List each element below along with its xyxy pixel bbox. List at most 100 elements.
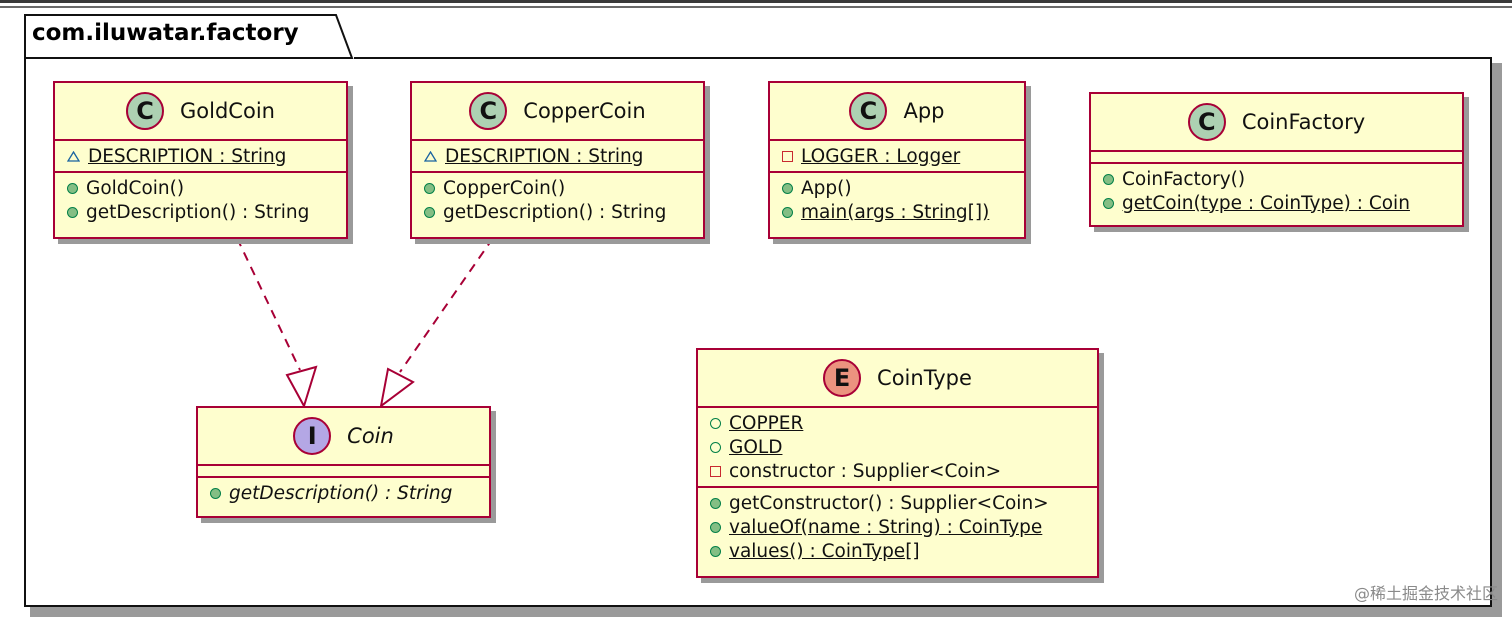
method-text: getDescription() : String (86, 201, 310, 223)
package-tab: com.iluwatar.factory (24, 14, 354, 59)
method-text: App() (801, 177, 852, 199)
package-visibility-icon (67, 150, 80, 162)
package-name: com.iluwatar.factory (32, 20, 299, 46)
method-row: main(args : String[]) (782, 200, 1024, 224)
field-row: constructor : Supplier<Coin> (710, 459, 1097, 483)
method-row: getDescription() : String (210, 481, 489, 505)
class-stereotype-icon: C (849, 92, 888, 130)
method-row: getDescription() : String (424, 200, 703, 224)
field-text: LOGGER : Logger (801, 145, 961, 167)
methods-section: GoldCoin() getDescription() : String (55, 171, 346, 227)
method-row: getCoin(type : CoinType) : Coin (1103, 191, 1462, 215)
public-visibility-icon (67, 206, 78, 218)
class-header: C App (770, 83, 1024, 139)
field-row: DESCRIPTION : String (67, 144, 346, 168)
field-text: GOLD (729, 436, 783, 458)
realization-arrowhead-coppercoin (379, 367, 415, 409)
method-row: getConstructor() : Supplier<Coin> (710, 491, 1097, 515)
enum-cointype[interactable]: E CoinType COPPER GOLD constructor : Sup… (696, 348, 1099, 578)
field-text: COPPER (729, 412, 804, 434)
realization-coppercoin-coin (399, 237, 494, 373)
method-text: CopperCoin() (443, 177, 566, 199)
method-row: getDescription() : String (67, 200, 346, 224)
method-row: CoinFactory() (1103, 167, 1462, 191)
method-text: values() : CoinType[] (729, 540, 920, 562)
window-top-border (0, 0, 1512, 3)
class-app[interactable]: C App LOGGER : Logger App() main(args : … (768, 81, 1026, 239)
method-text: main(args : String[]) (801, 201, 990, 223)
public-visibility-icon (210, 487, 221, 499)
class-goldcoin[interactable]: C GoldCoin DESCRIPTION : String GoldCoin… (53, 81, 348, 239)
enum-stereotype-icon: E (823, 359, 862, 397)
field-row: COPPER (710, 411, 1097, 435)
fields-section (1091, 150, 1462, 162)
field-text: DESCRIPTION : String (445, 145, 644, 167)
public-visibility-icon (1103, 197, 1114, 209)
method-text: getDescription() : String (229, 482, 453, 504)
method-row: CopperCoin() (424, 176, 703, 200)
method-text: valueOf(name : String) : CoinType (729, 516, 1043, 538)
method-text: getConstructor() : Supplier<Coin> (729, 492, 1049, 514)
class-name: GoldCoin (180, 99, 275, 123)
public-visibility-icon (424, 182, 435, 194)
class-name: CoinType (877, 366, 972, 390)
methods-section: CoinFactory() getCoin(type : CoinType) :… (1091, 162, 1462, 218)
class-header: C CoinFactory (1091, 94, 1462, 150)
public-visibility-icon (710, 417, 721, 429)
field-text: constructor : Supplier<Coin> (729, 460, 1002, 482)
method-row: values() : CoinType[] (710, 539, 1097, 563)
fields-section: DESCRIPTION : String (412, 139, 703, 171)
class-stereotype-icon: C (1187, 103, 1226, 141)
class-name: CopperCoin (523, 99, 646, 123)
methods-section: getConstructor() : Supplier<Coin> valueO… (698, 486, 1097, 566)
public-visibility-icon (424, 206, 435, 218)
method-text: GoldCoin() (86, 177, 185, 199)
realization-arrowhead-goldcoin (285, 365, 318, 409)
fields-section (198, 464, 489, 476)
methods-section: getDescription() : String (198, 476, 489, 508)
methods-section: CopperCoin() getDescription() : String (412, 171, 703, 227)
field-row: GOLD (710, 435, 1097, 459)
class-stereotype-icon: C (469, 92, 508, 130)
package-visibility-icon (424, 150, 437, 162)
watermark: @稀土掘金技术社区 (1353, 584, 1498, 603)
fields-section: LOGGER : Logger (770, 139, 1024, 171)
public-visibility-icon (1103, 173, 1114, 185)
methods-section: App() main(args : String[]) (770, 171, 1024, 227)
public-visibility-icon (782, 182, 793, 194)
class-header: E CoinType (698, 350, 1097, 406)
method-row: GoldCoin() (67, 176, 346, 200)
class-name: App (903, 99, 945, 123)
interface-coin[interactable]: I Coin getDescription() : String (196, 406, 491, 518)
class-coppercoin[interactable]: C CopperCoin DESCRIPTION : String Copper… (410, 81, 705, 239)
package-tab-shape (24, 14, 354, 59)
private-visibility-icon (782, 150, 793, 162)
fields-section: COPPER GOLD constructor : Supplier<Coin> (698, 406, 1097, 486)
class-stereotype-icon: C (126, 92, 165, 130)
interface-stereotype-icon: I (293, 417, 332, 455)
public-visibility-icon (67, 182, 78, 194)
public-visibility-icon (710, 497, 721, 509)
fields-section: DESCRIPTION : String (55, 139, 346, 171)
class-name: CoinFactory (1241, 110, 1366, 134)
class-coinfactory[interactable]: C CoinFactory CoinFactory() getCoin(type… (1089, 92, 1464, 227)
class-name: Coin (347, 424, 394, 448)
class-header: C CopperCoin (412, 83, 703, 139)
method-row: App() (782, 176, 1024, 200)
private-visibility-icon (710, 465, 721, 477)
field-text: DESCRIPTION : String (88, 145, 287, 167)
method-text: getCoin(type : CoinType) : Coin (1122, 192, 1410, 214)
public-visibility-icon (710, 441, 721, 453)
class-header: C GoldCoin (55, 83, 346, 139)
public-visibility-icon (782, 206, 793, 218)
method-text: getDescription() : String (443, 201, 667, 223)
method-row: valueOf(name : String) : CoinType (710, 515, 1097, 539)
window-top-border-inner (0, 6, 1512, 8)
class-header: I Coin (198, 408, 489, 464)
field-row: LOGGER : Logger (782, 144, 1024, 168)
public-visibility-icon (710, 521, 721, 533)
public-visibility-icon (710, 545, 721, 557)
method-text: CoinFactory() (1122, 168, 1246, 190)
realization-goldcoin-coin (236, 237, 301, 371)
